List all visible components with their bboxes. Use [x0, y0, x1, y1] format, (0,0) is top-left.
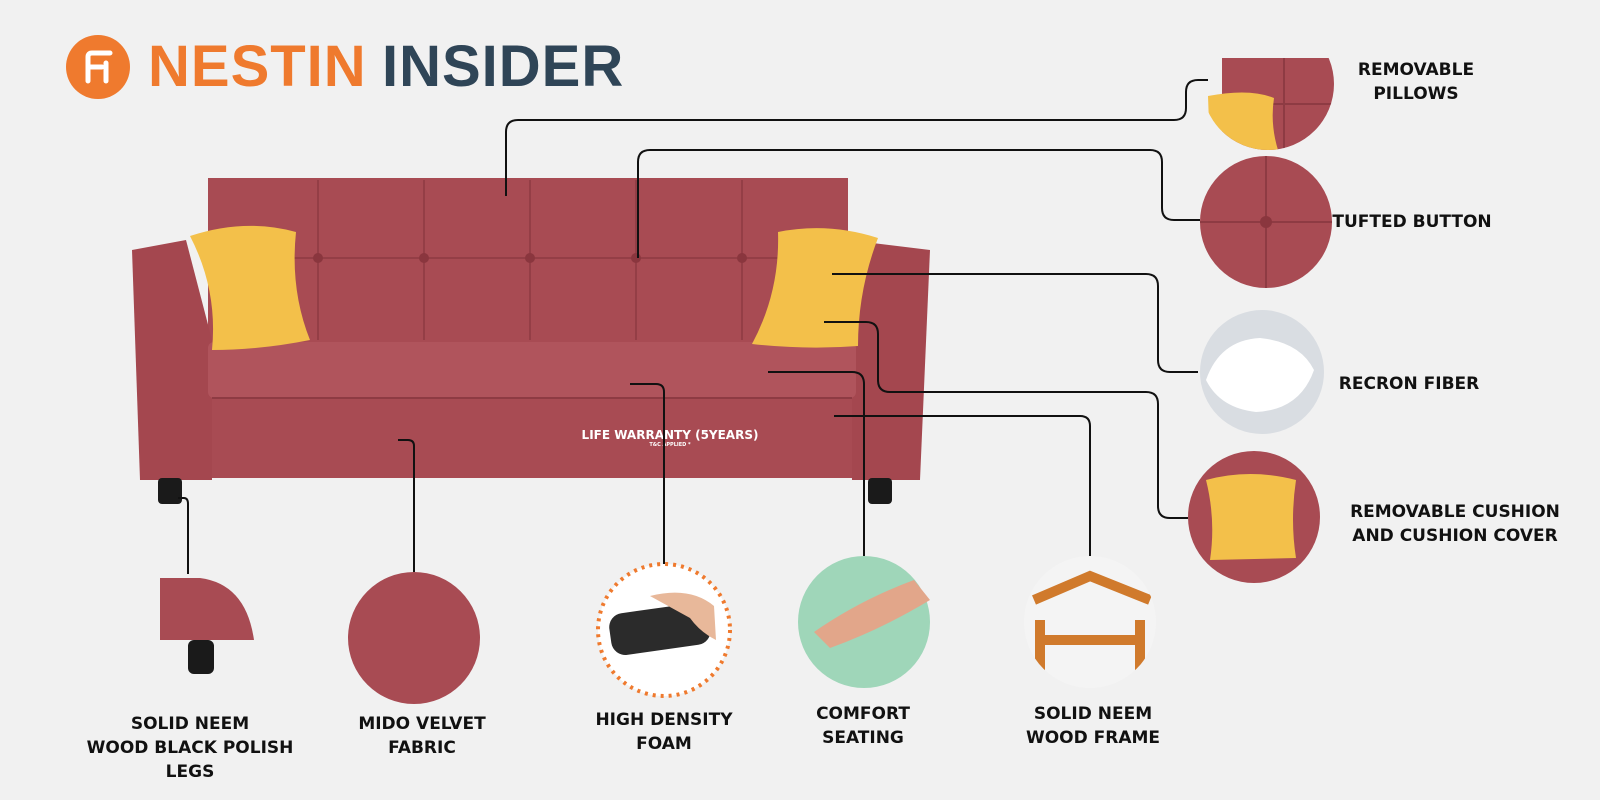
tufted-button-thumbnail — [1200, 156, 1332, 288]
warranty-stamp: LIFE WARRANTY (5YEARS) T&C APPLIED * — [560, 428, 780, 448]
brand-logo-icon — [66, 35, 130, 99]
label-foam: HIGH DENSITY FOAM — [595, 710, 733, 754]
label-frame: SOLID NEEM WOOD FRAME — [1025, 704, 1161, 748]
recron-fiber-thumbnail — [1200, 310, 1324, 434]
removable-cushion-thumbnail — [1188, 451, 1320, 583]
label-tufted-button: TUFTED BUTTON — [1332, 212, 1492, 232]
label-legs: SOLID NEEM WOOD BLACK POLISH LEGS — [86, 714, 294, 782]
frame-thumbnail — [1024, 556, 1156, 688]
legs-thumbnail — [160, 578, 254, 674]
label-removable-cushion: REMOVABLE CUSHION AND CUSHION COVER — [1350, 502, 1560, 546]
foam-thumbnail — [596, 562, 732, 698]
label-removable-pillows: REMOVABLE PILLOWS — [1357, 60, 1475, 104]
brand-name-primary: NESTIN — [148, 34, 367, 99]
warranty-note: T&C APPLIED * — [649, 442, 691, 448]
comfort-thumbnail — [798, 556, 930, 688]
label-fabric: MIDO VELVET FABRIC — [358, 714, 486, 758]
label-recron-fiber: RECRON FIBER — [1338, 374, 1480, 394]
fabric-thumbnail — [348, 572, 480, 704]
label-comfort: COMFORT SEATING — [816, 704, 910, 748]
warranty-text: LIFE WARRANTY (5YEARS) — [581, 428, 759, 442]
